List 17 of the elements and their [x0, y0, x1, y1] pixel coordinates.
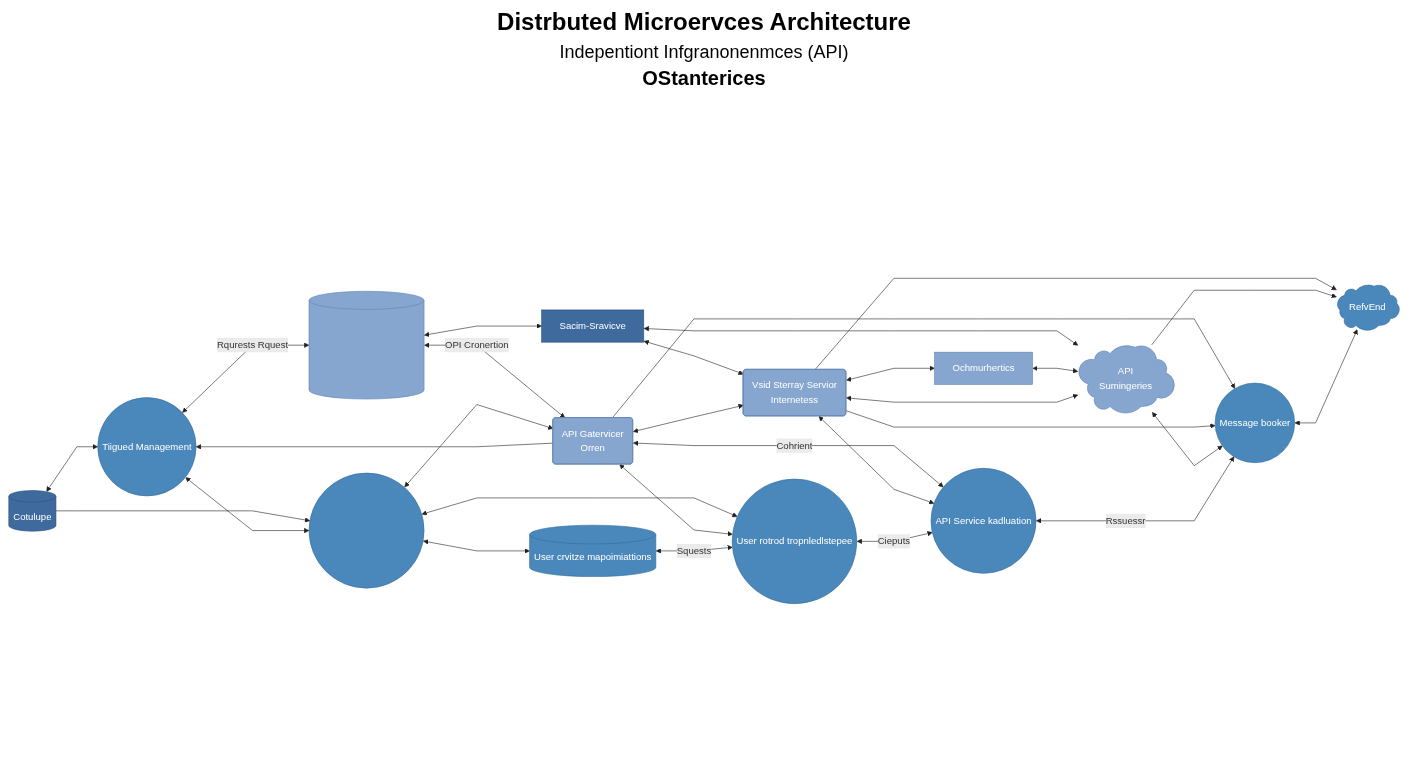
node-circle: User rotrod tropnledlstepee	[731, 478, 858, 604]
node-cylinder	[308, 290, 425, 399]
edge-label: Rqurests Rquest	[216, 339, 289, 350]
node-circle: Message booker	[1214, 382, 1295, 463]
edge-label: OPI Cronertion	[444, 339, 509, 350]
edge-label: Cohrient	[776, 439, 813, 450]
node-box: Sacim-Sravicve	[541, 309, 645, 342]
node-box: Ochmurhertics	[934, 351, 1033, 385]
edge-label: Rssuessr	[1105, 514, 1146, 526]
node-circle	[308, 472, 425, 588]
node-circle: API Service kadluation	[930, 467, 1037, 574]
diagram-title: Distrbuted Microervces Architecture	[497, 8, 911, 36]
edge-label: Cieputs	[877, 535, 911, 546]
section-heading: OStanterices	[642, 67, 766, 90]
node-circle: Tiigued Management	[97, 396, 197, 496]
subtitle-text: Indepentiont Infgranonenmces (API)	[559, 42, 849, 63]
edge-label: Squests	[676, 545, 712, 556]
